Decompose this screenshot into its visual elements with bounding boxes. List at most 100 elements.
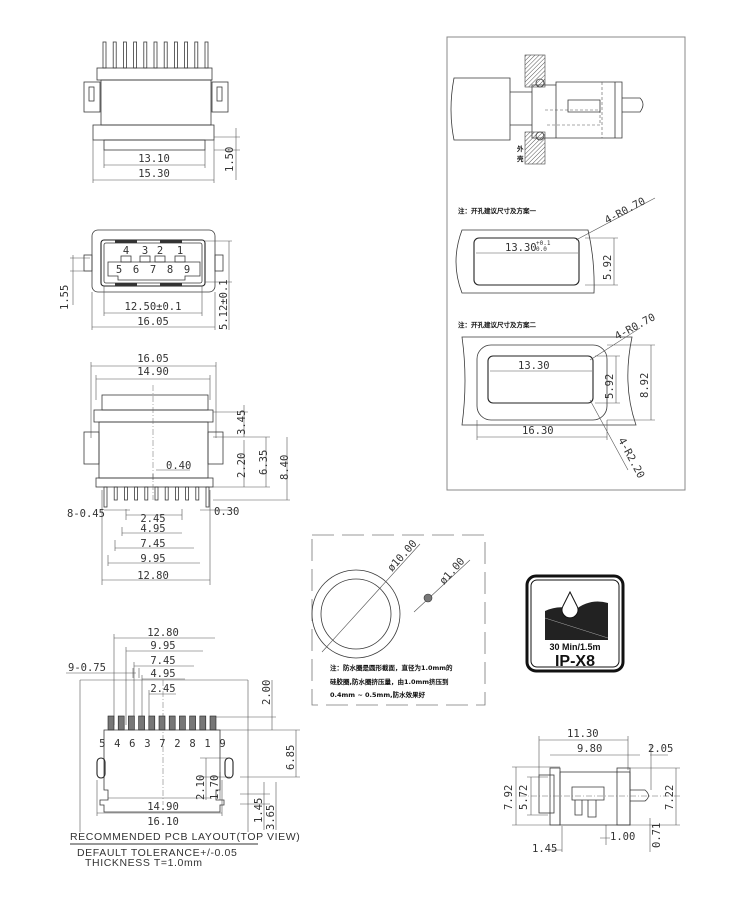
dim-1-70: 1.70 <box>209 775 221 800</box>
left-tab-slot <box>88 86 95 102</box>
pin <box>124 486 128 501</box>
dim-3-45: 3.45 <box>236 410 248 435</box>
dim-15-30: 15.30 <box>138 168 170 180</box>
dim-2-20: 2.20 <box>236 453 248 478</box>
scheme1-height: 5.92 <box>602 255 614 280</box>
contact <box>120 255 132 263</box>
left-tab <box>83 81 101 113</box>
scheme2-outer-width: 16.30 <box>522 425 554 437</box>
dim-0-71: 0.71 <box>651 823 663 848</box>
body <box>98 421 209 479</box>
dim-9-0-75: 9-0.75 <box>68 662 106 674</box>
pad <box>179 715 186 731</box>
dim-0-30: 0.30 <box>214 506 239 518</box>
pin-label-5: 5 <box>116 264 122 276</box>
pad <box>189 715 196 731</box>
pin-label-6: 6 <box>133 264 139 276</box>
dim-1-55: 1.55 <box>59 285 71 310</box>
front-face <box>103 139 206 151</box>
dim-dia-1: ø1.00 <box>437 555 467 587</box>
pin <box>144 486 149 501</box>
pin-label-8: 8 <box>167 264 173 276</box>
pin <box>205 486 210 508</box>
tol-plus: +0.1 <box>536 240 551 247</box>
pin <box>153 41 158 69</box>
side-view: 16.05 14.90 3.45 0.40 2.20 6.35 8.40 8-0… <box>67 353 291 585</box>
pin-order: 5 4 6 3 7 2 8 1 9 <box>99 738 227 750</box>
pin <box>133 41 138 69</box>
dim-2-00: 2.00 <box>261 680 273 705</box>
pcb-pads <box>107 715 217 731</box>
pad <box>158 715 166 731</box>
body <box>100 79 212 126</box>
tolerance-note: DEFAULT TOLERANCE+/-0.05 <box>77 847 237 859</box>
ip-spec: 30 Min/1.5m <box>549 642 600 652</box>
scheme2-radius: 4-R0.70 <box>613 311 658 342</box>
pin <box>112 41 117 69</box>
scheme2-outer-cutout <box>476 344 608 421</box>
front-view: 4 3 2 1 5 6 7 8 9 12.50±0.1 16.05 1.55 5… <box>59 229 232 330</box>
dim-0-40: 0.40 <box>166 460 191 472</box>
dim-2-45: 2.45 <box>150 683 175 695</box>
pad <box>148 715 156 731</box>
side-view-pins <box>103 486 210 508</box>
shell-label-2: 壳 <box>516 154 524 163</box>
pin <box>154 486 159 501</box>
dim-5-12: 5.12±0.1 <box>218 279 230 330</box>
scheme2-width: 13.30 <box>518 360 550 372</box>
pin <box>174 486 179 501</box>
dim-1-45: 1.45 <box>532 843 557 855</box>
dim-1-00: 1.00 <box>610 831 635 843</box>
pin <box>184 41 189 69</box>
dim-8-0-45: 8-0.45 <box>67 508 105 520</box>
seal-ring-inner <box>320 578 392 650</box>
pcb-outline <box>99 729 225 813</box>
pad <box>117 715 125 731</box>
dim-1-50: 1.50 <box>224 147 236 172</box>
dim-7-45: 7.45 <box>140 538 165 550</box>
right-mount-slot <box>224 757 234 779</box>
contact <box>154 255 166 263</box>
seal-note-2: 硅胶圈,防水圈挤压量，由1.0mm挤压到 <box>330 677 449 686</box>
layout-title: RECOMMENDED PCB LAYOUT(TOP VIEW) <box>70 831 300 843</box>
pad <box>128 715 135 731</box>
pad <box>168 715 176 731</box>
shell-wall-top <box>524 54 546 88</box>
base <box>95 477 214 488</box>
front-view-contacts <box>115 240 186 286</box>
scheme1-radius: 4-R0.70 <box>603 195 648 226</box>
seal-ring-outer <box>311 569 401 659</box>
dim-9-95: 9.95 <box>140 553 165 565</box>
dim-dia-10: ø10.00 <box>385 538 419 574</box>
thickness-note: THICKNESS T=1.0mm <box>85 857 203 869</box>
profile-view: 11.30 9.80 2.05 7.92 5.72 7.22 1.00 0.71… <box>503 728 680 855</box>
water-drop-icon <box>561 590 579 619</box>
seal-cross-section <box>423 593 433 603</box>
pad <box>209 715 217 731</box>
scheme2-title: 注：开孔建议尺寸及方案二 <box>458 320 537 329</box>
water-wave-icon <box>545 601 608 640</box>
pad <box>107 715 115 731</box>
dim-9-80: 9.80 <box>577 743 602 755</box>
flange <box>92 124 215 141</box>
pad <box>138 715 145 731</box>
dim-2-05: 2.05 <box>648 743 673 755</box>
dim-7-22: 7.22 <box>664 785 676 810</box>
flange <box>93 409 214 423</box>
pad <box>199 715 207 731</box>
dim-3-65: 3.65 <box>265 805 277 830</box>
left-mount-slot <box>96 757 106 779</box>
dim-16-10: 16.10 <box>147 816 179 828</box>
seal-note-1: 注：防水圈是圆形截面，直径为1.0mm的 <box>330 663 453 672</box>
dim-9-95: 9.95 <box>150 640 175 652</box>
dim-1-45: 1.45 <box>253 798 265 823</box>
ip-rating: IP-X8 <box>555 653 595 670</box>
shell-wall-bottom <box>524 131 546 165</box>
right-tab-slot <box>216 86 223 102</box>
pin <box>113 486 118 501</box>
cable-housing <box>450 77 511 141</box>
mounting-panel: 外 壳 注：开孔建议尺寸及方案一 13.30 +0.1 0.0 5.92 4-R… <box>446 36 686 491</box>
pcb-layout: 12.80 9.95 7.45 9-0.75 4.95 2.45 2.00 6.… <box>66 627 300 869</box>
pin <box>134 486 139 501</box>
pin-label-1: 1 <box>177 245 183 257</box>
